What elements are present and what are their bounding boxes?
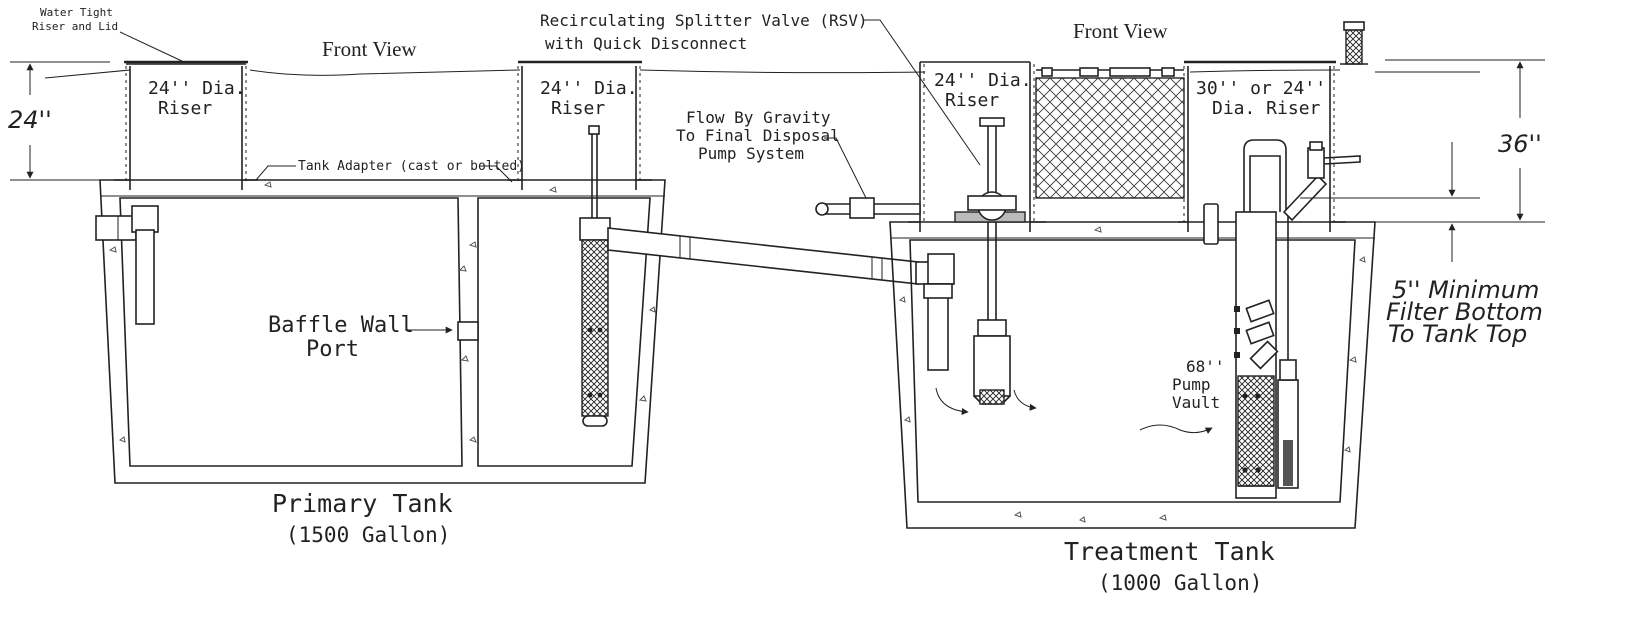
dimension-24: [10, 61, 110, 181]
treatment-tank-capacity: (1000 Gallon): [1098, 571, 1262, 595]
riser-c-label-line1: 24'' Dia.: [934, 70, 1032, 91]
flow-arrows: [935, 387, 1213, 434]
dimension-5-min: [1300, 142, 1480, 262]
treatment-tank-label: Treatment Tank: [1064, 537, 1275, 566]
primary-tank-capacity: (1500 Gallon): [286, 523, 450, 547]
concrete-texture: [898, 226, 1366, 523]
riser-lid-label-line2: Riser and Lid: [32, 20, 118, 33]
pump-vault-label-line2: Pump: [1172, 375, 1211, 394]
riser-d-label-line1: 30'' or 24'': [1196, 78, 1326, 99]
recirculating-splitter-valve: [954, 117, 1026, 405]
baffle-wall-label-line1: Baffle Wall: [268, 313, 414, 338]
riser-a: [114, 60, 258, 190]
baffle-wall-port: [457, 321, 479, 341]
primary-tank-label: Primary Tank: [272, 489, 453, 518]
treatment-tank: [815, 21, 1376, 529]
concrete-texture: [108, 181, 656, 443]
dimension-36-label: 36'': [1498, 130, 1542, 158]
riser-b: [508, 60, 652, 190]
ground-line: [44, 69, 1480, 79]
leader-lines: [119, 19, 981, 334]
riser-c: [908, 61, 1046, 232]
riser-a-label-line2: Riser: [158, 98, 212, 119]
riser-d-label-line2: Dia. Riser: [1212, 98, 1321, 119]
dimension-24-label: 24'': [8, 106, 52, 134]
outlet-pipe: [607, 227, 919, 285]
dimension-36: [1375, 59, 1545, 223]
minimum-clearance-line3: To Tank Top: [1388, 320, 1527, 348]
pump-vault-label-line3: Vault: [1172, 393, 1220, 412]
flow-gravity-label-line2: To Final Disposal: [676, 126, 840, 145]
rsv-label-line1: Recirculating Splitter Valve (RSV): [540, 11, 868, 30]
riser-c-label-line2: Riser: [945, 90, 999, 111]
minimum-clearance-line1: 5'' Minimum: [1392, 276, 1539, 304]
front-view-left-title: Front View: [322, 37, 417, 61]
baffle-wall-label-line2: Port: [306, 337, 359, 362]
media-mesh: [1035, 77, 1185, 199]
flow-gravity-label-line3: Pump System: [698, 144, 804, 163]
inspection-port: [1203, 203, 1219, 245]
tank-adapter-label: Tank Adapter (cast or bolted): [298, 159, 525, 174]
gravity-outflow-valve: [815, 197, 921, 219]
pump-vault: [1234, 139, 1361, 499]
minimum-clearance-line2: Filter Bottom: [1386, 298, 1543, 326]
effluent-filter: [579, 125, 611, 427]
treatment-inlet-tee: [915, 253, 955, 371]
primary-tank: [95, 60, 666, 484]
front-view-right-title: Front View: [1073, 19, 1168, 43]
inlet-tee: [95, 205, 159, 325]
flow-gravity-label-line1: Flow By Gravity: [686, 108, 831, 127]
riser-a-label-line1: 24'' Dia.: [148, 78, 246, 99]
riser-b-label-line2: Riser: [551, 98, 605, 119]
vent-cap: [1340, 21, 1368, 65]
riser-lid-label-line1: Water Tight: [40, 6, 113, 19]
rsv-label-line2: with Quick Disconnect: [545, 34, 747, 53]
riser-b-label-line1: 24'' Dia.: [540, 78, 638, 99]
mesh-top-fittings: [1036, 67, 1184, 77]
pump-vault-label-line1: 68'': [1186, 357, 1225, 376]
riser-d: [1178, 60, 1346, 232]
